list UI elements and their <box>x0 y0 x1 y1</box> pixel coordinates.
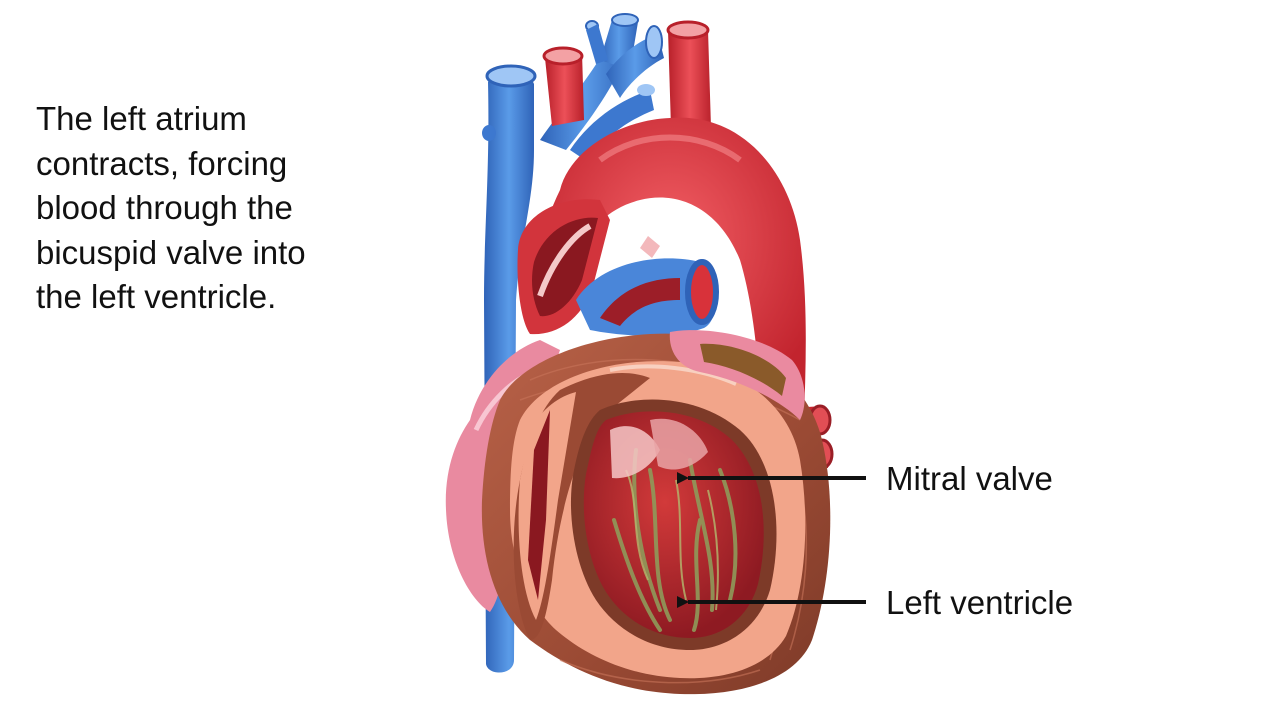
caption-text: The left atrium contracts, forcing blood… <box>36 97 396 320</box>
caption-line: blood through the <box>36 189 293 226</box>
aorta <box>535 117 806 421</box>
left-ventricle-label: Left ventricle <box>886 584 1074 621</box>
pulmonary-vessels <box>576 236 719 336</box>
caption-line: contracts, forcing <box>36 144 288 182</box>
caption-line: the left ventricle. <box>36 278 277 315</box>
left-atrium <box>669 330 805 420</box>
caption-line: The left atrium <box>36 100 247 137</box>
mitral-valve-label: Mitral valve <box>886 460 1053 497</box>
caption-line: bicuspid valve into <box>36 233 306 271</box>
heart-ventricles <box>481 333 831 695</box>
